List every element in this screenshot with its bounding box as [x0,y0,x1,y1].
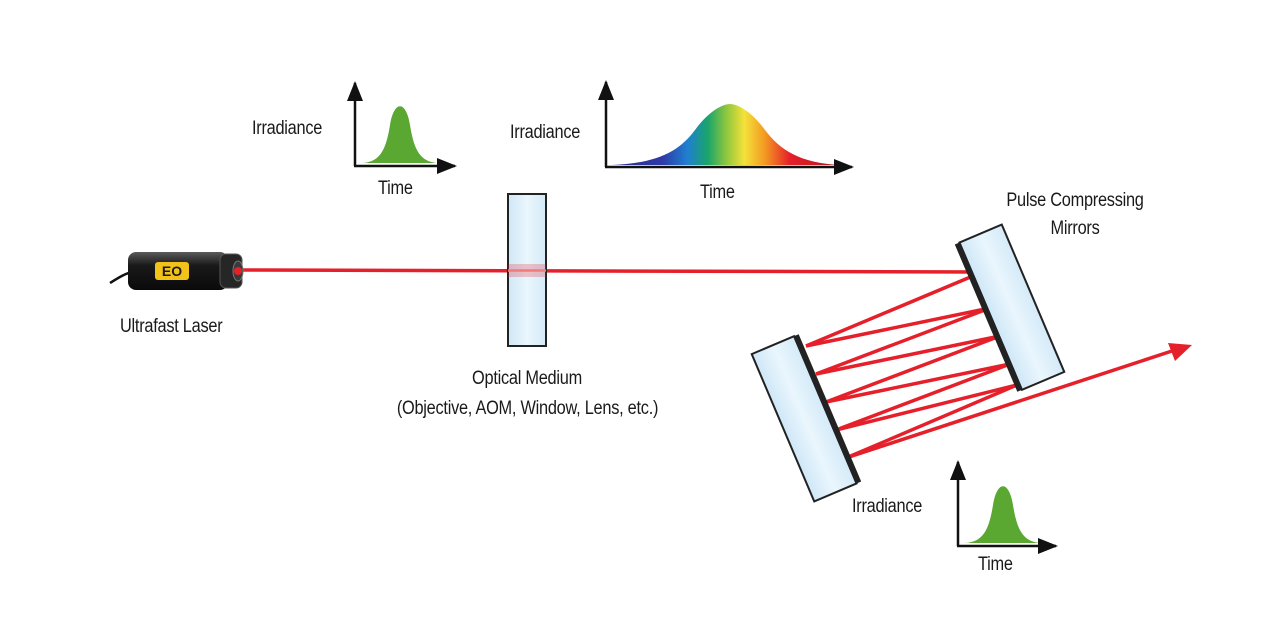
laser-logo [155,262,189,280]
input-pulse-plot [347,81,457,174]
compressor-beam-path [805,271,1176,460]
dispersed-plot-x-label: Time [700,182,735,203]
upper-mirror [954,223,1066,392]
laser-beam-input [237,268,981,274]
input-plot-x-label: Time [378,178,413,199]
input-plot-y-label: Irradiance [252,118,323,139]
output-beam-arrowhead [1168,343,1192,361]
optical-medium [507,193,547,347]
mirrors-label-line2: Mirrors [1050,218,1100,239]
output-plot-y-label: Irradiance [852,496,923,517]
output-plot-x-label: Time [978,554,1013,575]
input-pulse-curve [362,106,438,163]
dispersed-pulse-plot [598,80,854,175]
laser-label: Ultrafast Laser [120,316,223,337]
dispersed-pulse-curve [612,104,840,165]
optical-medium-title: Optical Medium [472,368,582,389]
dispersed-plot-y-label: Irradiance [510,122,581,143]
mirrors-label-line1: Pulse Compressing [1006,190,1144,211]
laser-logo-text: EO [162,263,182,279]
output-pulse-plot [950,460,1058,554]
lower-mirror [750,334,862,503]
ultrafast-laser: EO [109,252,244,290]
optical-medium-subtitle: (Objective, AOM, Window, Lens, etc.) [396,398,659,419]
output-pulse-curve [965,486,1041,543]
